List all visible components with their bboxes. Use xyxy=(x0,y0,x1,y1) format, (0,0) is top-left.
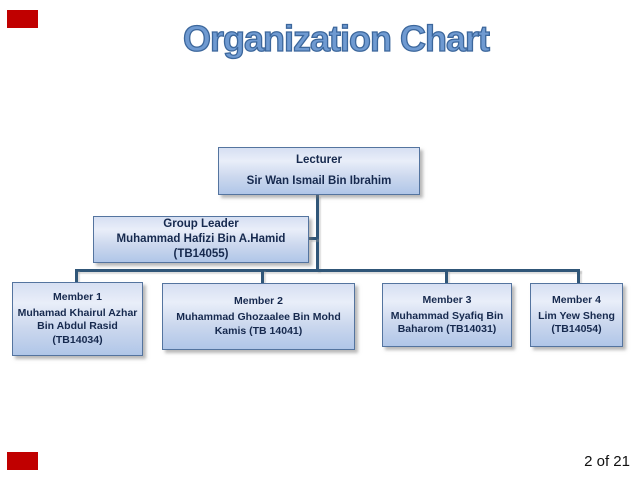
member-4-box: Member 4 Lim Yew Sheng (TB14054) xyxy=(530,283,623,347)
connector-drop-member-4 xyxy=(577,269,580,284)
member-4-name-line: Lim Yew Sheng xyxy=(538,309,615,322)
member-2-name-line: Muhammad Ghozaalee Bin Mohd xyxy=(176,311,341,324)
red-corner-mark-top xyxy=(7,10,38,28)
connector-lecturer-vertical xyxy=(316,195,319,271)
connector-members-horizontal xyxy=(75,269,580,272)
connector-group-leader-stub xyxy=(309,237,317,240)
member-1-name-line: Muhamad Khairul Azhar xyxy=(17,307,138,320)
member-1-id: (TB14034) xyxy=(52,333,103,346)
page-indicator: 2 of 21 xyxy=(584,453,630,470)
member-1-name-line: Bin Abdul Rasid xyxy=(37,320,118,333)
member-2-box: Member 2 Muhammad Ghozaalee Bin Mohd Kam… xyxy=(162,283,355,350)
member-4-role: Member 4 xyxy=(551,293,602,306)
member-3-role: Member 3 xyxy=(422,293,472,306)
connector-drop-member-2 xyxy=(261,269,264,284)
member-3-name-line: Muhammad Syafiq Bin xyxy=(390,309,504,322)
lecturer-box: Lecturer Sir Wan Ismail Bin Ibrahim xyxy=(218,147,420,195)
lecturer-name: Sir Wan Ismail Bin Ibrahim xyxy=(246,174,392,187)
member-2-role: Member 2 xyxy=(233,295,284,308)
member-3-name-line: Baharom (TB14031) xyxy=(397,323,497,335)
group-leader-role: Group Leader xyxy=(163,218,239,231)
member-1-role: Member 1 xyxy=(52,291,103,304)
slide-title: Organization Chart xyxy=(182,17,490,59)
group-leader-id: (TB14055) xyxy=(173,247,229,260)
member-1-box: Member 1 Muhamad Khairul Azhar Bin Abdul… xyxy=(12,282,143,356)
lecturer-role: Lecturer xyxy=(295,153,343,166)
connector-drop-member-3 xyxy=(445,269,448,284)
member-2-name-line: Kamis (TB 14041) xyxy=(214,324,303,337)
member-4-id: (TB14054) xyxy=(551,323,602,335)
group-leader-name: Muhammad Hafizi Bin A.Hamid xyxy=(116,233,286,246)
connector-drop-member-1 xyxy=(75,269,78,283)
red-corner-mark-bottom xyxy=(7,452,38,470)
group-leader-box: Group Leader Muhammad Hafizi Bin A.Hamid… xyxy=(93,216,309,263)
member-3-box: Member 3 Muhammad Syafiq Bin Baharom (TB… xyxy=(382,283,512,347)
